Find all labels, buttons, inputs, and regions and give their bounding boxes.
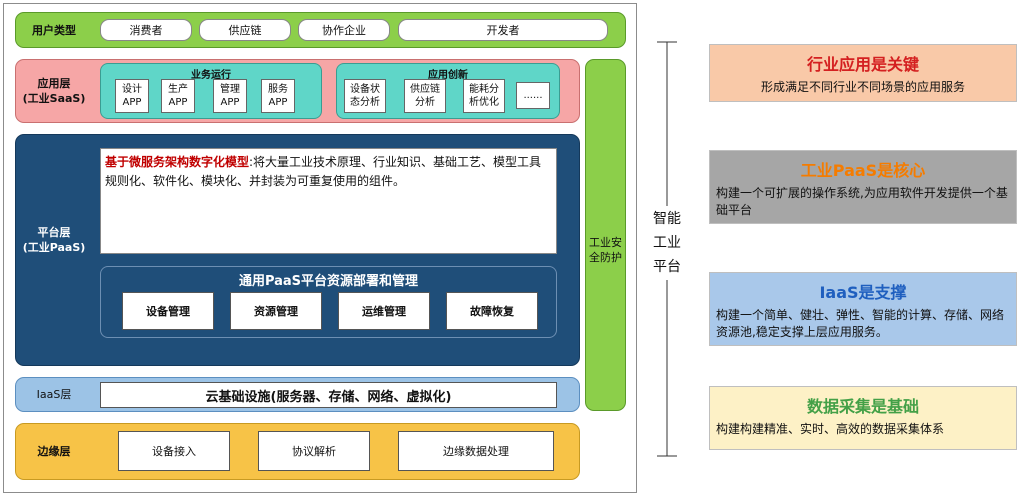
- app-service-l2: APP: [268, 97, 288, 108]
- app-supply-chain-analysis-l2: 分析: [415, 97, 435, 108]
- security-label-line2: 全防护: [589, 251, 622, 264]
- edge-item-data-processing: 边缘数据处理: [398, 431, 554, 471]
- card-industrial-paas-title: 工业PaaS是核心: [800, 161, 926, 180]
- paas-item-device: 设备管理: [122, 292, 214, 330]
- axis-label-2: 工业: [653, 235, 681, 251]
- card-iaas: IaaS是支撑 构建一个简单、健壮、弹性、智能的计算、存储、网络资源池,稳定支撑…: [709, 272, 1017, 346]
- app-more: ......: [516, 82, 550, 109]
- card-iaas-title: IaaS是支撑: [819, 283, 907, 302]
- platform-description-text: :将大量工业技术原理、行业知识、基础工艺、模型工具规则化、软件化、模块化、并封装…: [105, 155, 542, 188]
- app-design-l1: 设计: [122, 84, 142, 95]
- app-layer-label-line2: (工业SaaS): [22, 92, 86, 105]
- app-management: 管理 APP: [213, 79, 247, 113]
- paas-item-resource: 资源管理: [230, 292, 322, 330]
- architecture-frame: [3, 3, 637, 493]
- app-supply-chain-analysis-l1: 供应链: [410, 84, 440, 95]
- app-energy-optimization-l2: 析优化: [469, 97, 499, 108]
- card-data-collection-desc: 构建构建精准、实时、高效的数据采集体系: [716, 422, 945, 436]
- user-layer-label: 用户类型: [32, 23, 76, 37]
- app-equipment-analysis-l2: 态分析: [350, 97, 380, 108]
- app-design-l2: APP: [122, 97, 142, 108]
- app-energy-optimization-l1: 能耗分: [469, 84, 499, 95]
- platform-highlight: 基于微服务架构数字化模型: [105, 155, 250, 169]
- iaas-layer-label: IaaS层: [36, 388, 72, 401]
- axis-label-3: 平台: [653, 259, 681, 275]
- app-supply-chain-analysis: 供应链 分析: [404, 79, 446, 113]
- app-service: 服务 APP: [261, 79, 295, 113]
- app-layer-label: 应用层 (工业SaaS): [18, 59, 90, 123]
- app-production-l2: APP: [168, 97, 188, 108]
- card-industry-application: 行业应用是关键 形成满足不同行业不同场景的应用服务: [709, 44, 1017, 102]
- card-industry-application-title: 行业应用是关键: [806, 55, 919, 74]
- axis-label: 智能 工业 平台: [645, 206, 689, 280]
- edge-item-device-access: 设备接入: [118, 431, 230, 471]
- platform-description-box: 基于微服务架构数字化模型:将大量工业技术原理、行业知识、基础工艺、模型工具规则化…: [100, 148, 557, 254]
- platform-layer-label: 平台层 (工业PaaS): [18, 220, 90, 260]
- business-group-title: 业务运行: [191, 70, 231, 81]
- card-data-collection: 数据采集是基础 构建构建精准、实时、高效的数据采集体系: [709, 386, 1017, 450]
- app-more-ellipsis: ......: [523, 90, 543, 101]
- platform-layer-label-line2: (工业PaaS): [22, 241, 86, 254]
- security-label: 工业安 全防护: [585, 230, 626, 270]
- app-production: 生产 APP: [161, 79, 195, 113]
- innovation-group-title: 应用创新: [428, 70, 468, 81]
- card-industrial-paas: 工业PaaS是核心 构建一个可扩展的操作系统,为应用软件开发提供一个基础平台: [709, 150, 1017, 224]
- security-layer: [585, 59, 626, 411]
- user-type-partner: 协作企业: [298, 19, 390, 41]
- app-equipment-analysis: 设备状 态分析: [344, 79, 386, 113]
- paas-item-recovery: 故障恢复: [446, 292, 538, 330]
- app-management-l1: 管理: [220, 84, 240, 95]
- app-design: 设计 APP: [115, 79, 149, 113]
- app-production-l1: 生产: [168, 84, 188, 95]
- user-type-developer: 开发者: [398, 19, 608, 41]
- app-management-l2: APP: [220, 97, 240, 108]
- paas-management-title: 通用PaaS平台资源部署和管理: [238, 274, 419, 289]
- user-type-supply-chain: 供应链: [199, 19, 291, 41]
- card-iaas-desc: 构建一个简单、健壮、弹性、智能的计算、存储、网络资源池,稳定支撑上层应用服务。: [716, 308, 1005, 339]
- card-data-collection-title: 数据采集是基础: [806, 397, 919, 416]
- axis-label-1: 智能: [653, 211, 681, 227]
- app-service-l1: 服务: [268, 84, 288, 95]
- app-layer-label-line1: 应用层: [37, 77, 71, 90]
- security-label-line1: 工业安: [589, 236, 622, 249]
- iaas-content: 云基础设施(服务器、存储、网络、虚拟化): [100, 382, 557, 408]
- paas-item-ops: 运维管理: [338, 292, 430, 330]
- edge-layer-label: 边缘层: [37, 445, 71, 458]
- app-energy-optimization: 能耗分 析优化: [463, 79, 505, 113]
- user-type-consumer: 消费者: [100, 19, 192, 41]
- app-equipment-analysis-l1: 设备状: [350, 84, 380, 95]
- platform-layer-label-line1: 平台层: [37, 226, 71, 239]
- card-industry-application-desc: 形成满足不同行业不同场景的应用服务: [760, 80, 965, 94]
- edge-item-protocol-parsing: 协议解析: [258, 431, 370, 471]
- card-industrial-paas-desc: 构建一个可扩展的操作系统,为应用软件开发提供一个基础平台: [716, 186, 1008, 217]
